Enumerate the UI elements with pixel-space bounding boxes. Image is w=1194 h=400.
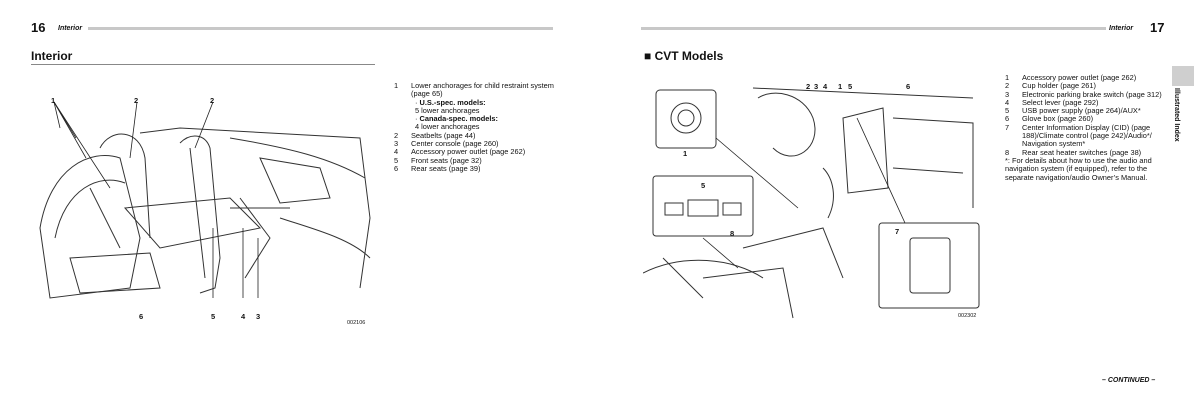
list-item: 2 Seatbelts (page 44) bbox=[394, 130, 476, 140]
list-item: 1 Lower anchorages for child restraint s… bbox=[394, 81, 554, 99]
header-label: Interior bbox=[58, 25, 83, 32]
callout-1: 1 bbox=[838, 82, 843, 91]
interior-illustration bbox=[39, 101, 371, 299]
page-number: 16 bbox=[31, 20, 46, 35]
side-tab-label: Illustrated Index bbox=[1173, 88, 1180, 142]
header-rule bbox=[641, 27, 1106, 30]
list-item: 5 Front seats (page 32) bbox=[394, 155, 482, 165]
list-item: 4 Accessory power outlet (page 262) bbox=[394, 147, 526, 157]
list-item: 8 Rear seat heater switches (page 38) bbox=[1005, 147, 1142, 157]
list-subitem: · Canada-spec. models: 4 lower anchorage… bbox=[415, 114, 498, 132]
figure-code: 002302 bbox=[958, 313, 977, 319]
inset-callout-1: 1 bbox=[683, 149, 688, 158]
list-item: 4 Select lever (page 292) bbox=[1005, 97, 1099, 107]
list-item: 3 Center console (page 260) bbox=[394, 139, 499, 149]
callout-4: 4 bbox=[823, 82, 828, 91]
footnote: *: For details about how to use the audi… bbox=[1005, 155, 1152, 182]
page-number: 17 bbox=[1150, 20, 1165, 35]
side-tab bbox=[1172, 66, 1194, 86]
callout-6: 6 bbox=[906, 82, 911, 91]
callout-3: 3 bbox=[256, 312, 261, 321]
callout-1: 1 bbox=[51, 96, 56, 105]
section-title: ■ CVT Models bbox=[644, 49, 724, 63]
list-item: 5 USB power supply (page 264)/AUX* bbox=[1005, 106, 1141, 116]
inset-callout-5: 5 bbox=[701, 181, 706, 190]
section-title: Interior bbox=[31, 49, 73, 63]
list-item: 1 Accessory power outlet (page 262) bbox=[1005, 73, 1137, 82]
callout-3: 3 bbox=[814, 82, 819, 91]
callout-5: 5 bbox=[848, 82, 853, 91]
callout-4: 4 bbox=[241, 312, 246, 321]
callout-2: 2 bbox=[806, 82, 811, 91]
figure-code: 002106 bbox=[347, 320, 366, 326]
list-item: 6 Glove box (page 260) bbox=[1005, 114, 1094, 124]
right-item-list: 1 Accessory power outlet (page 262) 2 Cu… bbox=[1005, 73, 1165, 182]
list-subitem: · U.S.-spec. models: 5 lower anchorages bbox=[415, 97, 486, 115]
list-item: 6 Rear seats (page 39) bbox=[394, 163, 481, 173]
continued-label: – CONTINUED – bbox=[1102, 377, 1156, 384]
section-underline bbox=[31, 64, 375, 65]
callout-2b: 2 bbox=[210, 96, 215, 105]
cvt-illustration bbox=[643, 87, 980, 319]
left-item-list: 1 Lower anchorages for child restraint s… bbox=[394, 81, 554, 173]
list-item: 7 Center Information Display (CID) (page… bbox=[1005, 122, 1152, 149]
header-rule bbox=[88, 27, 553, 30]
list-item: 3 Electronic parking brake switch (page … bbox=[1005, 89, 1162, 99]
inset-callout-7: 7 bbox=[895, 227, 900, 236]
header-label: Interior bbox=[1109, 25, 1134, 32]
list-item: 2 Cup holder (page 261) bbox=[1005, 81, 1096, 91]
callout-2a: 2 bbox=[134, 96, 139, 105]
callout-6: 6 bbox=[139, 312, 144, 321]
callout-5: 5 bbox=[211, 312, 216, 321]
inset-callout-8: 8 bbox=[730, 229, 735, 238]
